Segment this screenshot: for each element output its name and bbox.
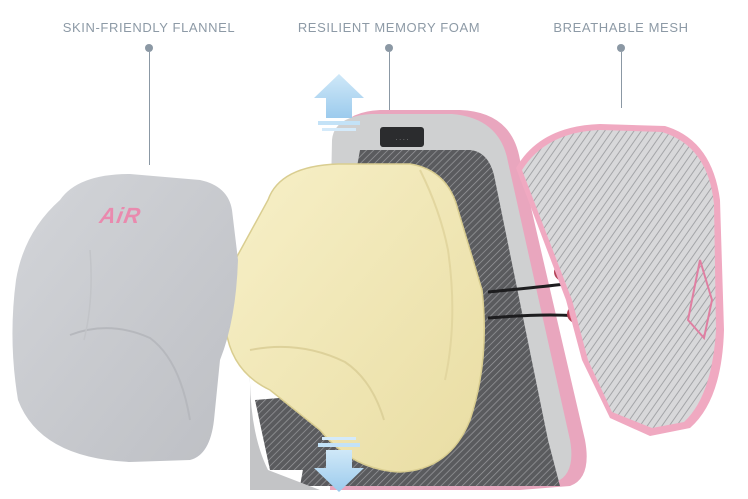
callout-foam-dot [385,44,393,52]
callout-mesh-dot [617,44,625,52]
callout-foam-line [388,52,390,110]
airflow-up-arrow-icon [314,74,364,131]
flannel-cushion [12,174,239,462]
callout-mesh-label: BREATHABLE MESH [553,20,689,35]
callout-foam-label: RESILIENT MEMORY FOAM [297,20,481,35]
airflow-down-arrow-icon [314,437,364,492]
callout-mesh-line [620,52,622,108]
callout-flannel-label: SKIN-FRIENDLY FLANNEL [62,20,236,35]
breathable-mesh-cushion [516,124,724,436]
svg-text:· · · ·: · · · · [396,137,409,143]
callout-flannel-line [148,52,150,165]
flannel-brand-logo: AiR [97,203,144,228]
memory-foam-cushion [224,163,485,473]
callout-flannel-dot [145,44,153,52]
